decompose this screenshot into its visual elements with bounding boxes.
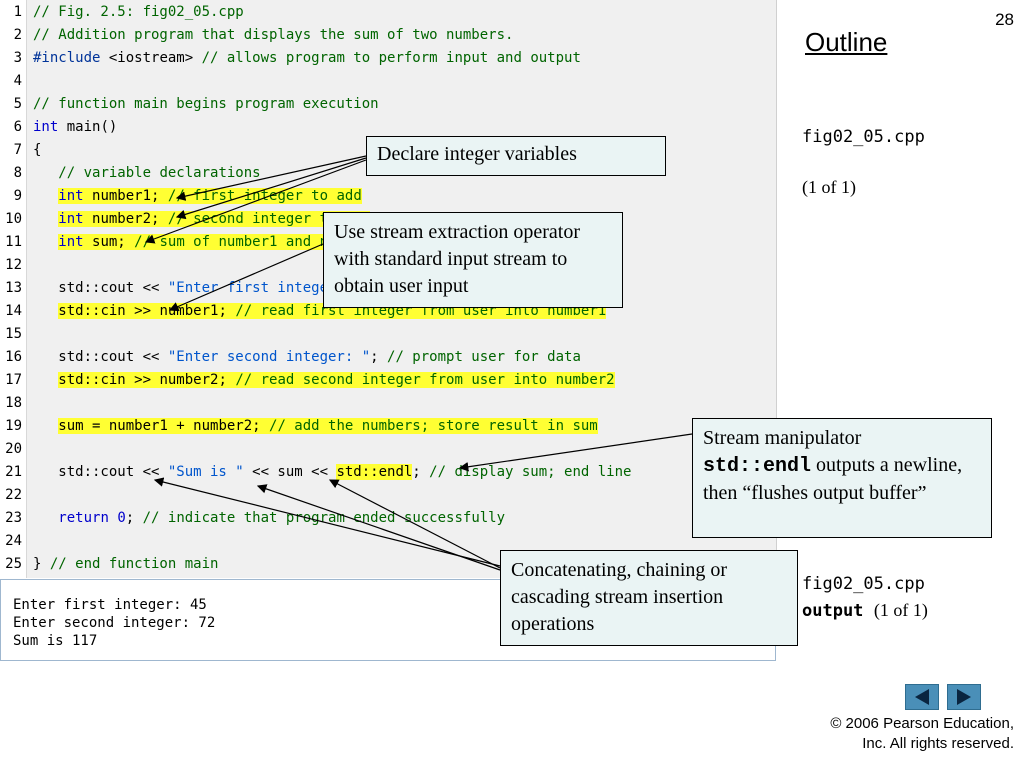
code-text: // Addition program that displays the su… — [33, 27, 514, 43]
line-number: 16 — [5, 349, 22, 365]
arrow-extraction-cin — [168, 243, 324, 312]
code-text: { — [33, 142, 42, 158]
code-line: 20 — [0, 438, 776, 461]
line-number: 1 — [13, 4, 22, 20]
code-line: 8 // variable declarations — [0, 162, 776, 185]
line-number: 20 — [5, 441, 22, 457]
code-text: // variable declarations — [58, 165, 261, 181]
code-text: int number1; // first integer to add — [58, 188, 362, 204]
copyright-line: © 2006 Pearson Education, — [830, 715, 1014, 732]
code-listing-panel: 1 // Fig. 2.5: fig02_05.cpp 2 // Addition p… — [0, 0, 777, 578]
arrow-concat-right — [256, 484, 501, 571]
line-number: 9 — [13, 188, 22, 204]
line-number: 4 — [13, 73, 22, 89]
manip-code: std::endl — [703, 455, 812, 478]
line-number: 10 — [5, 211, 22, 227]
code-text: // Fig. 2.5: fig02_05.cpp — [33, 4, 244, 20]
code-text: #include <iostream> // allows program to… — [33, 50, 581, 66]
code-line: 7{ — [0, 139, 776, 162]
line-number: 7 — [13, 142, 22, 158]
line-number: 2 — [13, 27, 22, 43]
line-number: 14 — [5, 303, 22, 319]
next-slide-button[interactable] — [947, 684, 981, 710]
code-line: 5 // function main begins program executi… — [0, 93, 776, 116]
code-line: 3 #include <iostream> // allows program t… — [0, 47, 776, 70]
code-line: 23 return 0; // indicate that program en… — [0, 507, 776, 530]
arrow-declare-sum — [144, 159, 367, 244]
arrow-declare-number2 — [175, 157, 367, 220]
source-page-indicator: (1 of 1) — [802, 177, 856, 197]
arrow-declare-number1 — [175, 155, 367, 201]
code-line: 9 int number1; // first integer to add — [0, 185, 776, 208]
code-line: 24 — [0, 530, 776, 553]
code-line: 25 } // end function main — [0, 553, 776, 576]
line-number: 12 — [5, 257, 22, 273]
code-line: 18 — [0, 392, 776, 415]
code-line: 12 — [0, 254, 776, 277]
callout-stream-extraction: Use stream extraction operator with stan… — [323, 212, 623, 308]
arrow-concat-left — [153, 477, 501, 567]
line-number: 5 — [13, 96, 22, 112]
code-line: 6 int main() — [0, 116, 776, 139]
output-line: Sum is 117 — [13, 633, 98, 649]
triangle-left-icon — [915, 689, 929, 705]
line-number: 23 — [5, 510, 22, 526]
output-line: Enter first integer: 45 — [13, 597, 207, 613]
code-text: std::cout << "Sum is " << sum << std::en… — [33, 464, 632, 480]
line-number: 24 — [5, 533, 22, 549]
output-label-row: output (1 of 1) — [802, 600, 928, 621]
code-text: sum = number1 + number2; // add the numb… — [58, 418, 598, 434]
code-text: std::cout << "Enter second integer: "; /… — [33, 349, 581, 365]
line-number: 19 — [5, 418, 22, 434]
copyright-line: Inc. All rights reserved. — [862, 735, 1014, 752]
code-line: 19 sum = number1 + number2; // add the n… — [0, 415, 776, 438]
code-line: 16 std::cout << "Enter second integer: "… — [0, 346, 776, 369]
line-number: 13 — [5, 280, 22, 296]
line-number: 21 — [5, 464, 22, 480]
arrow-manip-endl — [458, 433, 693, 472]
output-word: output — [802, 601, 864, 621]
line-number-gutter — [0, 0, 27, 578]
output-page-indicator: (1 of 1) — [873, 600, 928, 620]
slide-number: 28 — [995, 10, 1014, 29]
line-number: 17 — [5, 372, 22, 388]
line-number: 8 — [13, 165, 22, 181]
arrow-concat-mid — [328, 479, 501, 569]
triangle-right-icon — [957, 689, 971, 705]
source-file-name: fig02_05.cpp — [802, 127, 925, 147]
code-line: 22 — [0, 484, 776, 507]
line-number: 18 — [5, 395, 22, 411]
line-number: 6 — [13, 119, 22, 135]
code-line: 1 // Fig. 2.5: fig02_05.cpp — [0, 1, 776, 24]
code-line: 17 std::cin >> number2; // read second i… — [0, 369, 776, 392]
line-number: 15 — [5, 326, 22, 342]
line-number: 11 — [5, 234, 22, 250]
code-line: 15 — [0, 323, 776, 346]
line-number: 3 — [13, 50, 22, 66]
callout-declare-variables: Declare integer variables — [366, 136, 666, 176]
code-line: 21 std::cout << "Sum is " << sum << std:… — [0, 461, 776, 484]
line-number: 22 — [5, 487, 22, 503]
code-line: 2 // Addition program that displays the s… — [0, 24, 776, 47]
output-file-name: fig02_05.cpp — [802, 574, 925, 594]
callout-concatenating: Concatenating, chaining or cascading str… — [500, 550, 798, 646]
code-text: std::cin >> number2; // read second inte… — [58, 372, 615, 388]
outline-link[interactable]: Outline — [805, 27, 888, 57]
manip-text-pre: Stream manipulator — [703, 427, 862, 449]
code-line: 4 — [0, 70, 776, 93]
callout-stream-manipulator: Stream manipulator std::endl outputs a n… — [692, 418, 992, 538]
copyright-notice: © 2006 Pearson Education, Inc. All right… — [830, 714, 1014, 754]
code-text: // function main begins program executio… — [33, 96, 379, 112]
code-text: int main() — [33, 119, 118, 135]
line-number: 25 — [5, 556, 22, 572]
prev-slide-button[interactable] — [905, 684, 939, 710]
code-text: return 0; // indicate that program ended… — [58, 510, 506, 526]
code-text: } // end function main — [33, 556, 219, 572]
manip-text-post: outputs a newline, then “flushes output … — [703, 454, 963, 504]
output-line: Enter second integer: 72 — [13, 615, 216, 631]
